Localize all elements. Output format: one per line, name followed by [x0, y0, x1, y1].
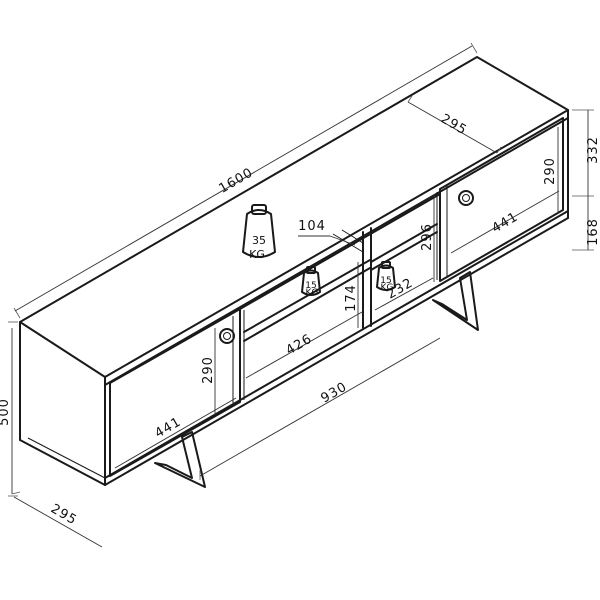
- ext-295-top-a: [407, 95, 413, 103]
- lower-shelf-back: [243, 259, 371, 333]
- legs: [154, 271, 479, 488]
- right-leg: [432, 271, 479, 331]
- weight-35kg-handle: [251, 204, 267, 215]
- right-door-knob-inner: [462, 194, 470, 202]
- middle-top-inner: [239, 193, 441, 310]
- right-door: [439, 117, 564, 282]
- label-290-left: 290: [201, 356, 216, 384]
- weight-15kg-right-icon: 15 KG: [376, 261, 396, 293]
- left-side-inner-line: [27, 437, 106, 479]
- weight-15kg-right-body: [376, 264, 396, 291]
- side-shelf-back: [370, 223, 438, 263]
- weight-15kg-left-icon: 15 KG: [301, 266, 321, 298]
- weight-15kg-right-value: 15: [380, 276, 391, 286]
- label-168: 168: [586, 218, 600, 246]
- bottom-front-edge: [104, 217, 569, 486]
- cabinet-body: [19, 56, 569, 486]
- label-930: 930: [318, 380, 350, 407]
- dimension-labels: 1600 295 332 168 290 441 290 441 104 296…: [0, 112, 600, 529]
- dim-295-bottom: [13, 496, 103, 548]
- partition-top-left: [332, 233, 364, 253]
- weight-35kg-icon: 35 KG: [242, 204, 276, 261]
- top-surface: [19, 56, 569, 378]
- label-104: 104: [298, 219, 326, 234]
- label-296: 296: [420, 223, 435, 251]
- ext-1600-left: [13, 307, 21, 319]
- weight-15kg-left-body: [301, 269, 321, 296]
- weight-35kg-value: 35: [252, 234, 266, 247]
- label-441-right: 441: [489, 210, 521, 237]
- left-door-knob-inner: [223, 332, 231, 340]
- left-leg: [154, 431, 206, 488]
- weight-15kg-left-handle: [306, 266, 316, 274]
- top-front-edge: [104, 117, 569, 386]
- dim-426: [245, 311, 363, 379]
- ext-295-top-b: [496, 146, 502, 154]
- left-door: [109, 308, 241, 477]
- dim-1600: [14, 45, 473, 312]
- dim-441-left: [114, 397, 237, 469]
- label-332: 332: [586, 136, 600, 164]
- bottom-top-edge: [104, 210, 569, 479]
- leader-104-tail: [329, 235, 356, 246]
- weight-15kg-right-handle: [381, 261, 391, 269]
- label-174: 174: [344, 284, 359, 312]
- right-door-knob: [458, 190, 474, 206]
- weight-15kg-left-value: 15: [305, 281, 316, 291]
- dim-295-top: [407, 101, 498, 154]
- dimension-lines: [8, 42, 594, 548]
- ext-295-bottom-a: [11, 491, 21, 495]
- weight-35kg-unit: KG: [249, 248, 265, 261]
- dim-232: [374, 277, 434, 311]
- lower-shelf-front: [243, 267, 371, 342]
- ext-1600-right: [470, 42, 478, 54]
- weight-15kg-right-unit: KG: [381, 283, 394, 293]
- weight-35kg-body: [242, 209, 276, 258]
- weight-15kg-left-unit: KG: [306, 288, 319, 298]
- left-door-knob: [219, 328, 235, 344]
- dim-441-right: [450, 190, 560, 254]
- left-side-bottom-edge: [19, 439, 106, 486]
- label-1600: 1600: [216, 165, 256, 197]
- label-500: 500: [0, 398, 12, 426]
- label-426: 426: [283, 332, 315, 359]
- partition-top-right: [341, 229, 364, 244]
- dim-930: [199, 337, 441, 477]
- label-295-bottom: 295: [48, 502, 80, 529]
- label-290-right: 290: [543, 157, 558, 185]
